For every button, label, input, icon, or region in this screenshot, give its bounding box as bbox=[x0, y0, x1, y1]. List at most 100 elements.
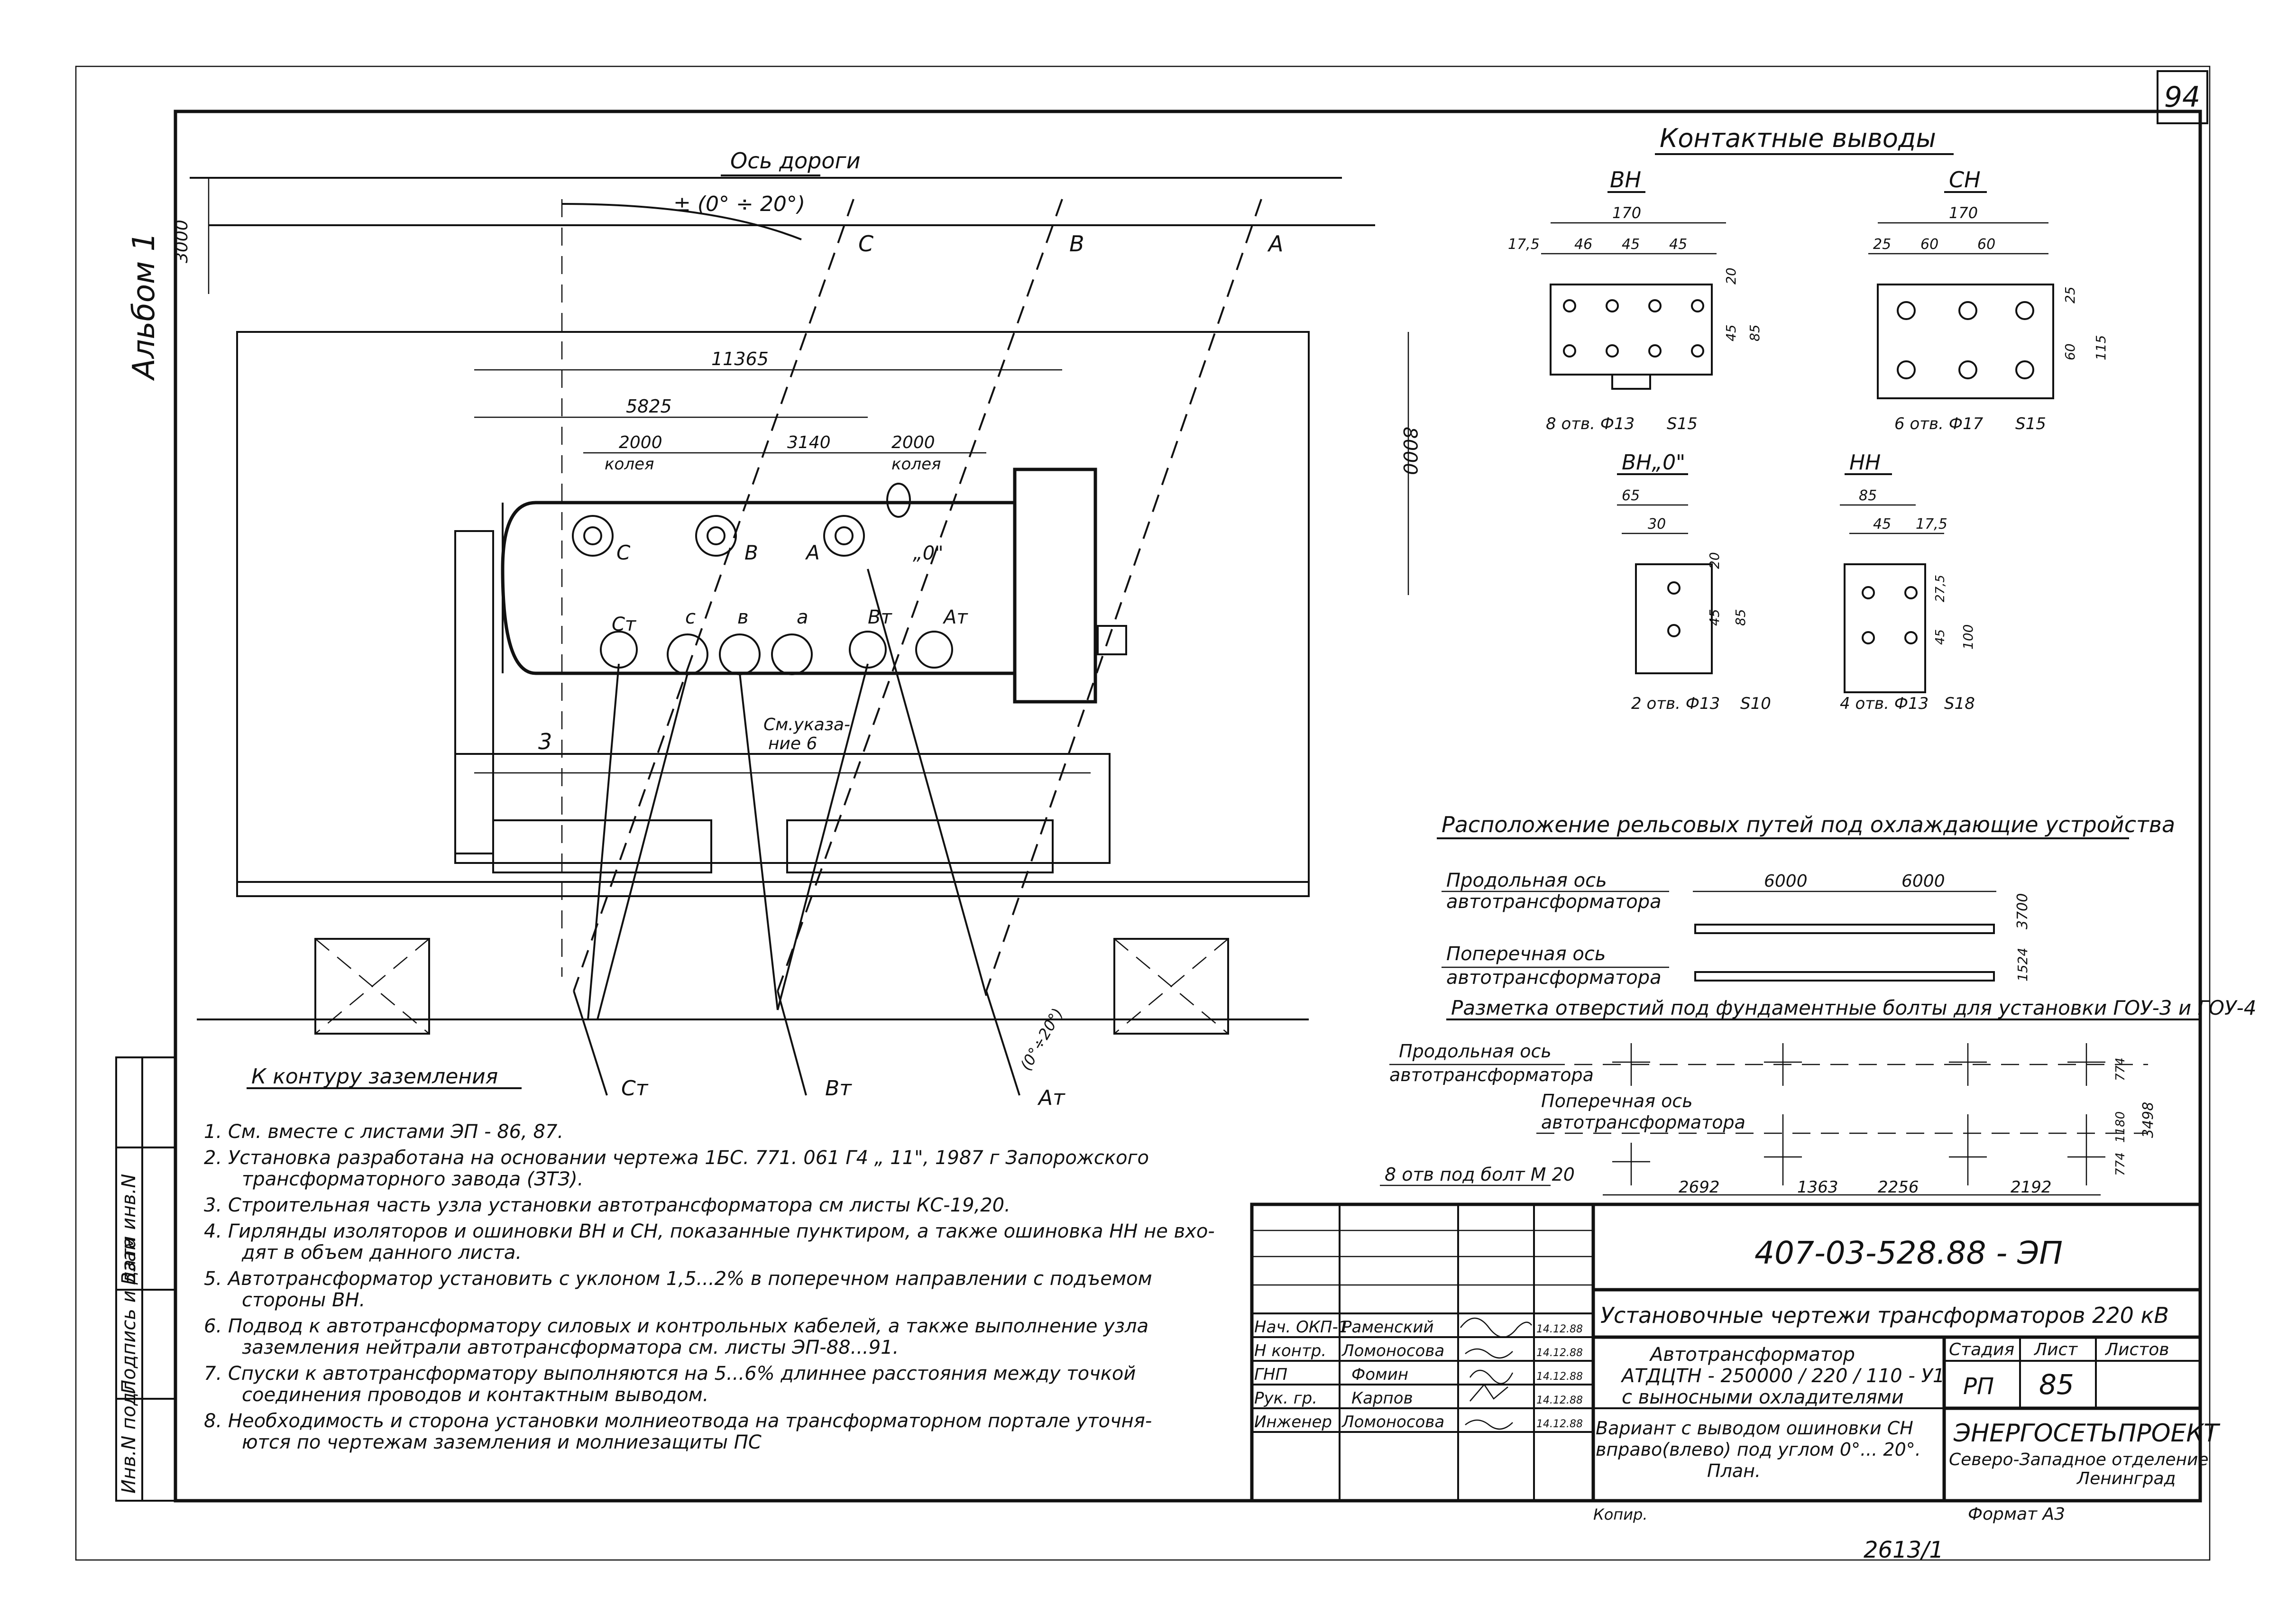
bushing-0: „0" bbox=[913, 542, 944, 564]
bushing-a: а bbox=[797, 606, 808, 628]
vn0-label: ВН„0" bbox=[1622, 450, 1685, 475]
bolts-title: Разметка отверстий под фундаментные болт… bbox=[1451, 996, 2256, 1019]
org-city: Ленинград bbox=[2076, 1469, 2176, 1488]
dim-11365: 11365 bbox=[711, 349, 769, 369]
title-block: 407-03-528.88 - ЭП Установочные чертежи … bbox=[1250, 1202, 2221, 1524]
out-Am: Ат bbox=[1037, 1086, 1065, 1110]
rails-layout: Расположение рельсовых путей под охлажда… bbox=[1437, 812, 2175, 989]
out-Cm: Ст bbox=[621, 1076, 649, 1101]
bolts-v2: 1180 bbox=[2113, 1111, 2128, 1143]
staff-date-5: 14.12.88 bbox=[1536, 1418, 1583, 1430]
object-line-3: с выносными охладителями bbox=[1622, 1386, 1904, 1408]
staff-name-4: Карпов bbox=[1351, 1389, 1413, 1408]
bolts-v3: 774 bbox=[2113, 1152, 2128, 1176]
sn-v3: 115 bbox=[2093, 335, 2109, 360]
sn-d1: 25 bbox=[1873, 236, 1891, 253]
note-line-5: 4. Гирлянды изоляторов и ошиновки ВН и С… bbox=[204, 1220, 1215, 1242]
staff-role-5: Инженер bbox=[1254, 1413, 1332, 1431]
bushing-Cm: Ст bbox=[612, 614, 637, 635]
dim-2000-left: 2000 bbox=[619, 433, 662, 452]
note-ref-1: См.указа- bbox=[763, 715, 850, 734]
bushing-Bm: Вт bbox=[868, 606, 892, 628]
doc-code: 407-03-528.88 - ЭП bbox=[1754, 1235, 2063, 1271]
nn-v2: 45 bbox=[1933, 629, 1947, 645]
hv-bushings bbox=[572, 483, 911, 557]
stage-header: Стадия bbox=[1949, 1340, 2014, 1359]
vn0-v2: 45 bbox=[1707, 609, 1722, 626]
sheets-header: Листов bbox=[2104, 1340, 2169, 1359]
sheet-frame bbox=[75, 65, 2211, 1561]
side-stamp-replace: Взам инв.N bbox=[118, 1174, 140, 1285]
bushing-Am: Ат bbox=[942, 606, 968, 628]
signature-2 bbox=[1465, 1348, 1513, 1358]
staff-name-2: Ломоносова bbox=[1341, 1341, 1444, 1360]
variant-line-2: вправо(влево) под углом 0°... 20°. bbox=[1596, 1439, 1921, 1460]
side-stamp-sign: Подпись и дата bbox=[118, 1237, 140, 1394]
side-stamp-inv: Инв.N подл bbox=[118, 1380, 140, 1494]
bolts-v1: 774 bbox=[2113, 1057, 2128, 1081]
vn-d3: 45 bbox=[1622, 236, 1640, 253]
phase-C: С bbox=[858, 231, 873, 257]
vn0-s: S10 bbox=[1740, 694, 1771, 713]
bushing-C: С bbox=[616, 541, 631, 564]
signature-1 bbox=[1460, 1317, 1533, 1338]
rails-d1: 6000 bbox=[1764, 872, 1808, 891]
bolts-d3: 2256 bbox=[1878, 1178, 1919, 1197]
side-stamp: Инв.N подл Подпись и дата Взам инв.N bbox=[115, 1056, 176, 1502]
rails-d3: 3700 bbox=[2014, 893, 2031, 929]
sn-v1: 25 bbox=[2062, 286, 2078, 303]
nn-d1: 45 bbox=[1873, 516, 1891, 532]
signature-4 bbox=[1469, 1383, 1508, 1402]
staff-date-2: 14.12.88 bbox=[1536, 1347, 1583, 1359]
bolts-long-1: Продольная ось bbox=[1399, 1041, 1552, 1062]
album-label: Альбом 1 bbox=[127, 232, 162, 381]
vn0-v1: 20 bbox=[1707, 552, 1722, 569]
phase-A: А bbox=[1267, 231, 1283, 257]
road-axis-label: Ось дороги bbox=[730, 148, 861, 174]
nn-w: 85 bbox=[1859, 487, 1877, 504]
bolts-v4: 3498 bbox=[2140, 1102, 2157, 1138]
rails-cross-1: Поперечная ось bbox=[1446, 943, 1606, 965]
contact-terminals: Контактные выводы ВН 170 17,5 46 45 45 2… bbox=[1508, 123, 2109, 713]
staff-role-2: Н контр. bbox=[1254, 1341, 1326, 1360]
sn-s: S15 bbox=[2015, 414, 2046, 433]
object-line-1: Автотрансформатор bbox=[1649, 1344, 1855, 1366]
variant-line-1: Вариант с выводом ошиновки СН bbox=[1596, 1418, 1913, 1439]
bolts-d1: 2692 bbox=[1679, 1178, 1720, 1197]
rails-cross-2: автотрансформатора bbox=[1446, 967, 1662, 989]
doc-title: Установочные чертежи трансформаторов 220… bbox=[1600, 1303, 2169, 1328]
note-line-7: 5. Автотрансформатор установить с уклоно… bbox=[204, 1268, 1152, 1290]
angle-small: (0°÷20°) bbox=[1017, 1005, 1066, 1073]
bolts-cross-1: Поперечная ось bbox=[1541, 1091, 1693, 1111]
gauge-left: колея bbox=[605, 455, 654, 474]
vn0-d1: 30 bbox=[1648, 516, 1666, 532]
note-line-8: стороны ВН. bbox=[242, 1289, 365, 1311]
format-label: Формат А3 bbox=[1968, 1505, 2065, 1524]
bushing-c: с bbox=[685, 606, 696, 628]
vn-d4: 45 bbox=[1669, 236, 1687, 253]
dim-3000: 3000 bbox=[172, 220, 192, 263]
rails-title: Расположение рельсовых путей под охлажда… bbox=[1442, 812, 2175, 837]
sheet-value: 85 bbox=[2039, 1368, 2074, 1401]
staff-role-1: Нач. ОКП-1 bbox=[1254, 1318, 1348, 1337]
sn-v2: 60 bbox=[2062, 343, 2078, 360]
note-line-11: 7. Спуски к автотрансформатору выполняют… bbox=[204, 1363, 1136, 1385]
bushing-b: в bbox=[737, 606, 749, 628]
bolt-layout: Разметка отверстий под фундаментные болт… bbox=[1380, 996, 2256, 1197]
note-line-9: 6. Подвод к автотрансформатору силовых и… bbox=[204, 1315, 1148, 1337]
bolts-holes: 8 отв под болт М 20 bbox=[1385, 1164, 1575, 1185]
nn-d2: 17,5 bbox=[1916, 516, 1947, 532]
sn-holes: 6 отв. Ф17 bbox=[1894, 414, 1984, 433]
bolt-holes bbox=[1612, 1043, 2105, 1185]
rails-d4: 1524 bbox=[2015, 948, 2030, 982]
nn-v3: 100 bbox=[1960, 624, 1976, 650]
sn-w: 170 bbox=[1949, 204, 1978, 222]
bolts-d2: 1363 bbox=[1797, 1178, 1838, 1197]
vn0-holes: 2 отв. Ф13 bbox=[1631, 694, 1720, 713]
vn-d1: 17,5 bbox=[1508, 236, 1540, 253]
note-line-6: дят в объем данного листа. bbox=[241, 1242, 522, 1264]
vn-holes: 8 отв. Ф13 bbox=[1546, 414, 1635, 433]
rails-d2: 6000 bbox=[1901, 872, 1945, 891]
note-line-12: соединения проводов и контактным выводом… bbox=[242, 1384, 709, 1406]
pos-3: 3 bbox=[538, 729, 552, 754]
